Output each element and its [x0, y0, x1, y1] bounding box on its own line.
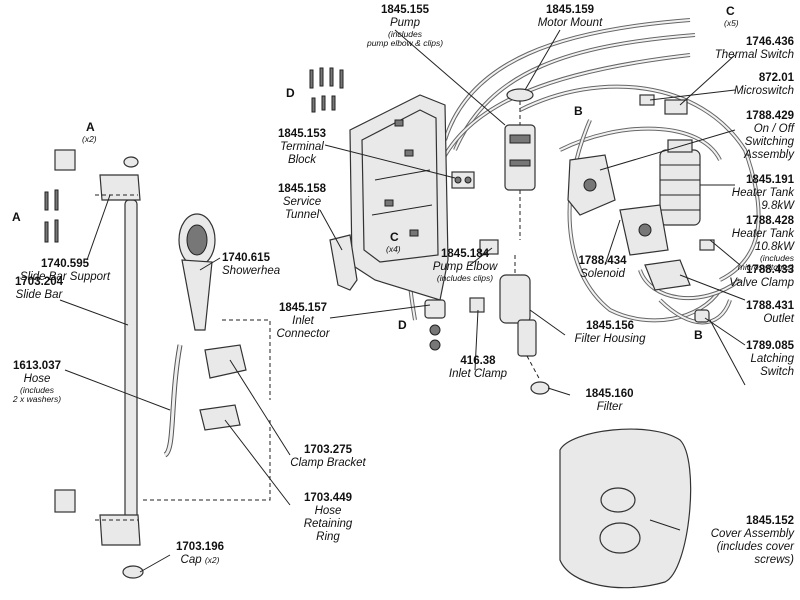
- shower-hose: [163, 344, 183, 458]
- label-1788-429: 1788.429 On / Off Switching Assembly: [744, 110, 794, 161]
- shower-head: [178, 213, 216, 331]
- label-1788-434: 1788.434 Solenoid: [578, 255, 627, 280]
- label-1703-204: 1703.204 Slide Bar: [15, 276, 63, 301]
- cap-desc: Cap: [180, 553, 202, 566]
- leader-lines: [59, 29, 746, 573]
- switching-assembly: [567, 154, 616, 216]
- service-tunnel: [329, 234, 358, 291]
- solenoid: [619, 204, 669, 256]
- label-1788-433: 1788.433 Valve Clamp: [729, 264, 794, 289]
- inlet-connector: [424, 297, 485, 351]
- label-1845-159: 1845.159 Motor Mount: [537, 4, 603, 29]
- label-872-01: 872.01 Microswitch: [733, 72, 794, 97]
- label-1845-160: 1845.160 Filter: [585, 388, 634, 413]
- label-1746-436: 1746.436 Thermal Switch: [714, 36, 794, 61]
- terminal-block: [451, 171, 475, 189]
- filter-housing: [479, 239, 550, 395]
- letter-d-top: D: [286, 86, 295, 100]
- slide-bar-kit: [44, 149, 144, 579]
- label-1845-158: 1845.158 Service Tunnel: [278, 183, 326, 221]
- label-1613-037: 1613.037 Hose (includes 2 x washers): [12, 360, 62, 405]
- letter-c-top-qty: (x5): [724, 18, 739, 28]
- front-cover: [559, 428, 692, 589]
- label-1740-595: 1740.595 Slide Bar Support: [19, 258, 111, 283]
- label-416-38: 416.38 Inlet Clamp: [448, 355, 508, 380]
- screws-d-cluster: [309, 67, 344, 113]
- cap-qty: (x2): [204, 554, 220, 565]
- letter-a-left: A: [12, 210, 21, 224]
- letter-c-top: C: [726, 4, 735, 18]
- letter-a-top-qty: (x2): [82, 134, 97, 144]
- letter-a-top: A: [86, 120, 95, 134]
- label-1845-156: 1845.156 Filter Housing: [574, 320, 646, 345]
- label-1845-184: 1845.184 Pump Elbow (includes clips): [432, 248, 498, 283]
- label-1845-155: 1845.155 Pump (includes pump elbow & cli…: [366, 4, 444, 49]
- heater-tank: [659, 139, 701, 226]
- letter-b-top: B: [574, 104, 583, 118]
- label-1703-449: 1703.449 Hose Retaining Ring: [303, 492, 353, 543]
- label-1845-191: 1845.191 Heater Tank 9.8kW: [731, 174, 794, 212]
- letter-c-mid: C: [390, 230, 399, 244]
- label-1845-157: 1845.157 Inlet Connector: [276, 302, 330, 340]
- label-1788-428: 1788.428 Heater Tank 10.8kW (includes mi…: [731, 215, 794, 273]
- letter-d-bottom: D: [398, 318, 407, 332]
- label-1845-152: 1845.152 Cover Assembly (includes cover …: [710, 515, 794, 566]
- label-1740-615: 1740.615 Showerhea: [222, 252, 281, 277]
- clamp-bracket: [140, 319, 271, 501]
- label-1788-431: 1788.431 Outlet: [746, 300, 794, 325]
- housing-back-plate: [349, 94, 449, 301]
- pump-assembly: [504, 88, 536, 240]
- label-1703-275: 1703.275 Clamp Bracket: [290, 444, 366, 469]
- letter-b-right: B: [694, 328, 703, 342]
- label-1845-153: 1845.153 Terminal Block: [278, 128, 326, 166]
- label-1789-085: 1789.085 Latching Switch: [746, 340, 794, 378]
- label-1703-196: 1703.196 Cap (x2): [176, 541, 224, 566]
- valve-clamp-outlet: [644, 239, 715, 323]
- letter-c-mid-qty: (x4): [386, 244, 401, 254]
